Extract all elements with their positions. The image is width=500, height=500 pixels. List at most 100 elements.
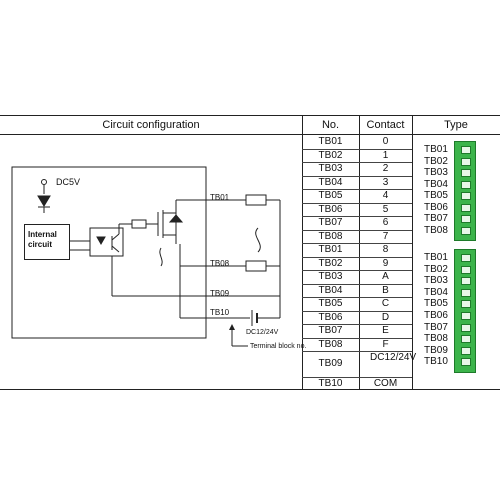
table-cell-no: TB04: [318, 284, 343, 296]
connector-pin-icon: [461, 288, 471, 297]
table-cell-no: TB06: [318, 203, 343, 215]
connector-pin-icon: [461, 300, 471, 309]
table-cell-contact: 6: [382, 217, 389, 228]
table-row-divider: [302, 162, 412, 163]
table-cell-no: TB01: [318, 244, 343, 255]
load-wave: [255, 227, 261, 253]
dc5v-label: DC5V: [56, 177, 81, 187]
table-cell-contact: 8: [382, 244, 389, 255]
table-cell-contact: C: [381, 298, 390, 309]
type-terminal-label: TB09: [424, 344, 448, 356]
type-terminal-label: TB07: [424, 213, 448, 224]
table-cell-no: TB10: [318, 378, 343, 389]
type-terminal-label: TB03: [424, 275, 448, 287]
column-divider: [302, 116, 303, 389]
type-terminal-label: TB01: [424, 252, 448, 263]
table-row-divider: [302, 216, 412, 217]
table-row-divider: [302, 351, 412, 352]
connector-pin-icon: [461, 346, 471, 355]
type-terminal-label: TB03: [424, 167, 448, 178]
connector-pin-icon: [461, 192, 471, 200]
header-type: Type: [412, 116, 500, 135]
table-cell-contact: 7: [382, 230, 389, 242]
connector-pin-icon: [461, 226, 471, 235]
connector-pin-icon: [461, 254, 471, 262]
tb09-label: TB09: [210, 289, 230, 298]
table-cell-no: TB08: [318, 230, 343, 242]
type-terminal-label: TB06: [424, 201, 448, 213]
type-terminal-label: TB01: [424, 144, 448, 155]
table-cell-contact: D: [381, 311, 390, 323]
table-cell-no: TB03: [318, 163, 343, 174]
table-cell-no: TB07: [318, 217, 343, 228]
table-cell-contact: 9: [382, 257, 389, 269]
type-terminal-label: TB05: [424, 190, 448, 201]
type-terminal-label: TB07: [424, 321, 448, 333]
gate-resistor: [131, 219, 147, 229]
table-row-divider: [302, 256, 412, 258]
internal-circuit-block: Internal circuit: [24, 224, 70, 260]
header-contact: Contact: [359, 116, 412, 135]
dc-source-label: DC12/24V: [246, 329, 279, 336]
table-cell-contact: 2: [382, 163, 389, 174]
table-cell-no: TB09: [318, 358, 343, 369]
table-cell-no: TB01: [318, 136, 343, 147]
table-row-divider: [302, 243, 412, 244]
connector-pin-icon: [461, 335, 471, 344]
table-cell-contact: 0: [382, 136, 389, 147]
table-cell-contact: DC12/24V: [370, 352, 417, 363]
table-cell-contact: COM: [373, 378, 398, 389]
tb08-label: TB08: [210, 259, 230, 268]
table-row-divider: [302, 270, 412, 271]
type-terminal-label: TB02: [424, 263, 448, 275]
header-no: No.: [302, 116, 359, 135]
table-cell-contact: 1: [382, 149, 389, 161]
column-divider: [412, 116, 413, 389]
led-diode: [37, 195, 51, 207]
connector-pin-icon: [461, 180, 471, 189]
table-cell-contact: 5: [382, 203, 389, 215]
module-boundary: [11, 166, 207, 339]
table-row-divider: [302, 148, 412, 150]
table-cell-no: TB05: [318, 298, 343, 309]
table-cell-no: TB07: [318, 325, 343, 336]
connector-pin-icon: [461, 157, 471, 166]
header-circuit-configuration: Circuit configuration: [0, 116, 302, 135]
connector-pin-icon: [461, 312, 471, 320]
connector-pin-icon: [461, 277, 471, 286]
connector-pin-icon: [461, 215, 471, 223]
load-wave: [159, 247, 163, 267]
connector-pin-icon: [461, 323, 471, 332]
column-divider: [359, 116, 360, 389]
photocoupler: [89, 227, 124, 257]
connector-pin-icon: [461, 358, 471, 367]
terminal-block-note: Terminal block no.: [250, 343, 307, 350]
type-terminal-label: TB06: [424, 310, 448, 321]
type-terminal-label: TB08: [424, 333, 448, 345]
type-terminal-label: TB10: [424, 356, 448, 368]
load-tb01: [245, 194, 267, 206]
table-row-divider: [302, 229, 412, 231]
type-terminal-label: TB02: [424, 155, 448, 167]
type-terminal-label: TB08: [424, 224, 448, 236]
type-terminal-label: TB05: [424, 298, 448, 310]
table-cell-contact: E: [382, 325, 389, 336]
table-cell-no: TB02: [318, 257, 343, 269]
table-cell-no: TB03: [318, 271, 343, 282]
table-row-divider: [302, 283, 412, 285]
table-cell-no: TB04: [318, 176, 343, 188]
table-row-divider: [302, 202, 412, 204]
internal-circuit-label: Internal circuit: [28, 230, 57, 249]
table-row-divider: [302, 324, 412, 325]
connector-pin-icon: [461, 146, 471, 154]
table-row-divider: [302, 337, 412, 339]
table-cell-no: TB06: [318, 311, 343, 323]
table-row-divider: [302, 189, 412, 190]
table-cell-no: TB02: [318, 149, 343, 161]
table-row-divider: [302, 175, 412, 177]
table-cell-contact: 3: [382, 176, 389, 188]
tb01-label: TB01: [210, 193, 230, 202]
tb10-label: TB10: [210, 308, 230, 317]
type-terminal-label: TB04: [424, 286, 448, 298]
